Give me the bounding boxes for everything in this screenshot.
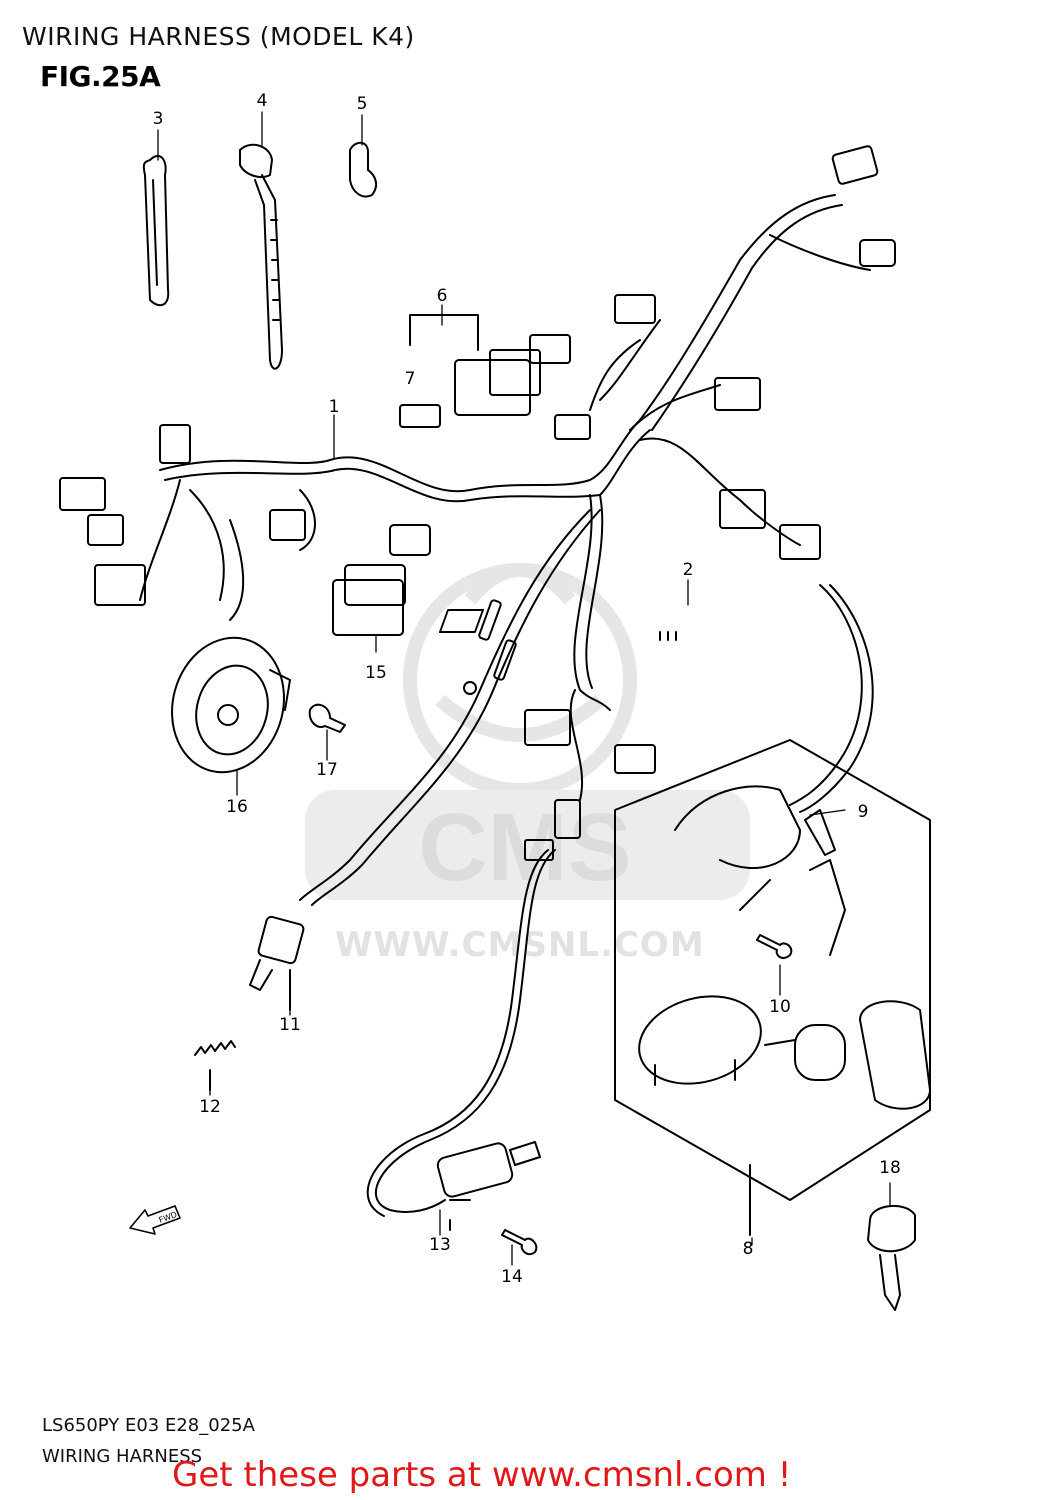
part-5-terminal <box>349 141 378 198</box>
callout-3: 3 <box>153 109 164 129</box>
diagram-code: LS650PY E03 E28_025A <box>42 1415 255 1436</box>
callout-8: 8 <box>743 1239 754 1259</box>
callout-13: 13 <box>429 1235 451 1255</box>
main-harness <box>139 194 874 1217</box>
part-8-ignition-set <box>614 739 931 1236</box>
part-7-fuse <box>399 404 441 428</box>
part-14-screw <box>501 1229 538 1256</box>
callout-leaders <box>157 111 891 1266</box>
callout-2: 2 <box>683 560 694 580</box>
part-11-switch <box>249 915 305 1011</box>
part-13-switch <box>436 1141 541 1231</box>
callout-1: 1 <box>329 397 340 417</box>
part-10-screw <box>756 934 793 959</box>
callout-10: 10 <box>769 997 791 1017</box>
diagram-section-name: WIRING HARNESS <box>42 1446 203 1467</box>
part-17-bolt <box>308 703 346 733</box>
part-16-horn <box>171 636 291 774</box>
callout-numbers: 1 2 3 4 5 6 7 8 9 10 11 12 13 14 15 16 1… <box>153 91 901 1287</box>
part-6-relay <box>409 314 541 416</box>
callout-16: 16 <box>226 797 248 817</box>
callout-11: 11 <box>279 1015 301 1035</box>
figure-number: FIG.25A <box>40 60 161 93</box>
callout-17: 17 <box>316 760 338 780</box>
part-4-cable-tie <box>239 143 283 370</box>
part-15-relay <box>332 564 406 636</box>
part-3-clamp <box>142 155 170 307</box>
callout-5: 5 <box>357 94 368 114</box>
parts-banner-link[interactable]: Get these parts at www.cmsnl.com ! <box>172 1455 792 1495</box>
callout-14: 14 <box>501 1267 523 1287</box>
callout-18: 18 <box>879 1158 901 1178</box>
callout-12: 12 <box>199 1097 221 1117</box>
harness-connectors <box>59 145 896 861</box>
callout-15: 15 <box>365 663 387 683</box>
fwd-arrow-icon <box>129 1205 181 1235</box>
callout-6: 6 <box>437 286 448 306</box>
part-12-spring <box>194 1040 236 1091</box>
part-18-key <box>867 1204 916 1311</box>
part-2-diode <box>438 609 677 641</box>
callout-4: 4 <box>257 91 268 111</box>
callout-9: 9 <box>858 802 869 822</box>
diagram-header-title: WIRING HARNESS (MODEL K4) <box>22 22 415 51</box>
callout-7: 7 <box>405 369 416 389</box>
